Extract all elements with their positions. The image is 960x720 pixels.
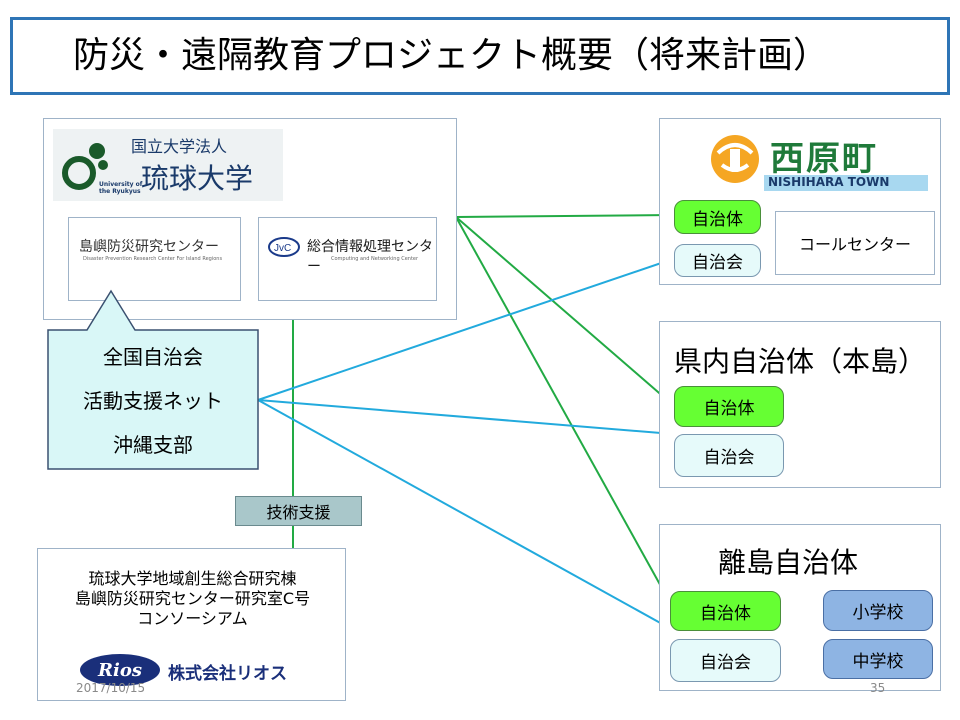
- link-university-prefecture: [455, 216, 674, 406]
- nishihara-logo-band: [764, 175, 928, 191]
- link-university-nishihara: [455, 214, 674, 218]
- center-disaster-name: 島嶼防災研究センター: [79, 239, 219, 255]
- center-disaster-box: 島嶼防災研究センター Disaster Prevention Research …: [68, 217, 241, 301]
- islands-jichikai-box: 自治会: [670, 639, 781, 682]
- nishihara-logo-roman: NISHIHARA TOWN: [768, 175, 890, 189]
- link-callout-nishihara: [257, 258, 674, 401]
- company-name: 株式会社リオス: [168, 664, 287, 684]
- elementary-school-box: 小学校: [823, 590, 933, 631]
- consortium-text: 琉球大学地域創生総合研究棟 島嶼防災研究センター研究室C号 コンソーシアム: [38, 569, 347, 629]
- prefecture-heading: 県内自治体（本島）: [674, 345, 927, 378]
- university-logo-sub: University of the Ryukyus: [99, 181, 143, 195]
- callout-text: 全国自治会 活動支援ネット 沖縄支部: [47, 335, 259, 467]
- callout-line2: 活動支援ネット: [83, 389, 223, 413]
- consortium-line3: コンソーシアム: [137, 609, 248, 628]
- rios-logo-icon: Rios: [80, 654, 160, 686]
- nishihara-jichikai-box: 自治会: [674, 244, 761, 277]
- consortium-box: 琉球大学地域創生総合研究棟 島嶼防災研究センター研究室C号 コンソーシアム Ri…: [37, 548, 346, 701]
- prefecture-panel: 県内自治体（本島） 自治体 自治会: [659, 321, 941, 488]
- nishihara-jichitai-box: 自治体: [674, 200, 761, 234]
- footer-date: 2017/10/15: [76, 681, 146, 695]
- university-logo: 国立大学法人 琉球大学 University of the Ryukyus: [53, 129, 283, 201]
- nishihara-logo: 西原町 NISHIHARA TOWN: [704, 127, 928, 191]
- junior-high-school-box: 中学校: [823, 639, 933, 679]
- callout-line3: 沖縄支部: [113, 433, 193, 457]
- prefecture-jichitai-box: 自治体: [674, 386, 784, 427]
- link-university-islands: [455, 216, 674, 609]
- islands-jichitai-box: 自治体: [670, 591, 781, 631]
- consortium-line1: 琉球大学地域創生総合研究棟: [88, 569, 297, 588]
- university-emblem-icon: [62, 143, 108, 190]
- callout-bubble: [47, 289, 259, 470]
- center-disaster-sub: Disaster Prevention Research Center For …: [83, 256, 223, 262]
- callout-line1: 全国自治会: [103, 345, 203, 369]
- nishihara-panel: 西原町 NISHIHARA TOWN 自治体 自治会 コールセンター: [659, 118, 941, 285]
- call-center-box: コールセンター: [775, 211, 935, 275]
- prefecture-jichikai-box: 自治会: [674, 434, 784, 477]
- islands-heading: 離島自治体: [718, 546, 859, 579]
- svg-text:JvC: JvC: [274, 243, 291, 254]
- computing-center-logo-icon: JvC: [268, 237, 300, 257]
- center-computing-sub: Computing and Networking Center: [331, 256, 419, 262]
- nishihara-emblem-icon: [711, 135, 759, 183]
- islands-panel: 離島自治体 自治体 自治会 小学校 中学校: [659, 524, 941, 691]
- nishihara-logo-kanji: 西原町: [770, 139, 878, 179]
- footer-page-number: 35: [870, 681, 886, 695]
- consortium-line2: 島嶼防災研究センター研究室C号: [74, 589, 311, 608]
- university-panel: 国立大学法人 琉球大学 University of the Ryukyus 島嶼…: [43, 118, 457, 320]
- university-logo-name: 琉球大学: [141, 162, 254, 195]
- page-title: 防災・遠隔教育プロジェクト概要（将来計画）: [73, 35, 830, 76]
- center-computing-name: 総合情報処理センター: [307, 239, 433, 275]
- university-logo-top: 国立大学法人: [131, 137, 228, 156]
- link-callout-prefecture: [257, 399, 674, 435]
- link-callout-islands: [257, 399, 674, 631]
- tech-support-label: 技術支援: [235, 496, 362, 526]
- center-computing-box: JvC 総合情報処理センター Computing and Networking …: [258, 217, 437, 301]
- title-box: 防災・遠隔教育プロジェクト概要（将来計画）: [10, 17, 950, 95]
